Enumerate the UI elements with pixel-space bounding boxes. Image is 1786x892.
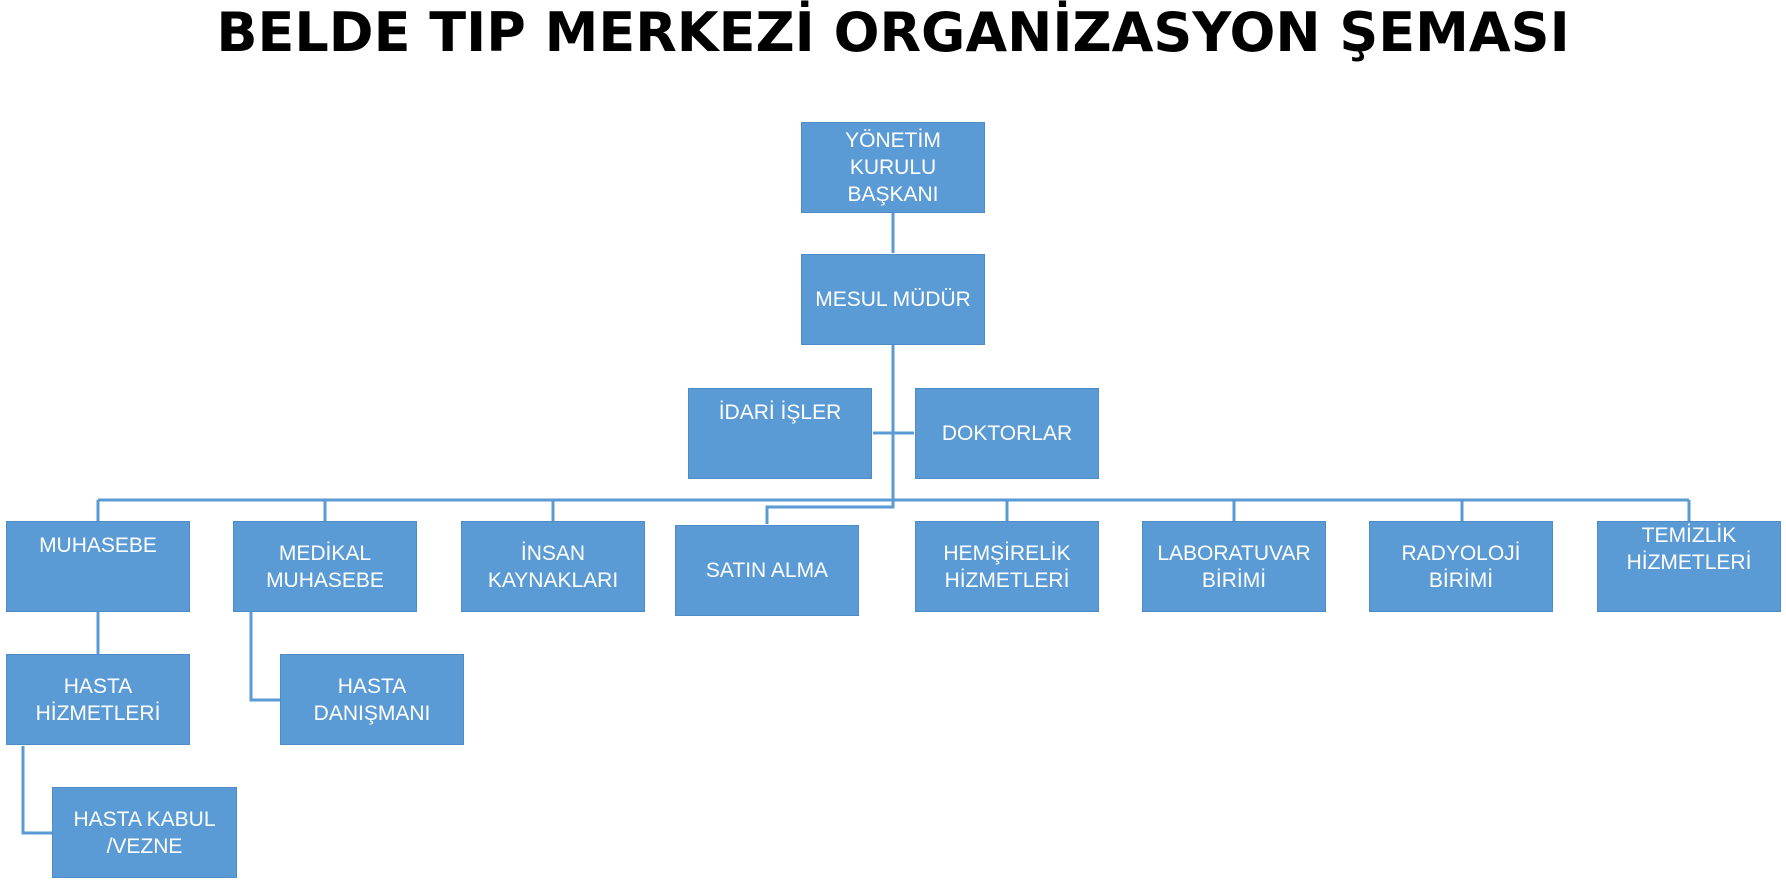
node-satin-alma: SATIN ALMA	[675, 525, 859, 616]
node-muhasebe: MUHASEBE	[6, 521, 190, 612]
node-idari-isler: İDARİ İŞLER	[688, 388, 872, 479]
node-mesul-mudur: MESUL MÜDÜR	[801, 254, 985, 345]
page-title: BELDE TIP MERKEZİ ORGANİZASYON ŞEMASI	[216, 1, 1570, 64]
connector-medikal-hasta-danismani	[249, 612, 280, 702]
node-medikal-muhasebe: MEDİKAL MUHASEBE	[233, 521, 417, 612]
node-insan-kaynaklari: İNSAN KAYNAKLARI	[461, 521, 645, 612]
node-hasta-hizmetleri: HASTA HİZMETLERİ	[6, 654, 190, 745]
node-hasta-danismani: HASTA DANIŞMANI	[280, 654, 464, 745]
connector-hasta-hizmetleri-hasta-kabul	[21, 746, 52, 835]
node-radyoloji-birimi: RADYOLOJİ BİRİMİ	[1369, 521, 1553, 612]
node-temizlik-hizmetleri: TEMİZLİK HİZMETLERİ	[1597, 521, 1781, 612]
node-yonetim-kurulu-baskani: YÖNETİM KURULU BAŞKANI	[801, 122, 985, 213]
connector-satin-alma	[765, 500, 895, 524]
node-doktorlar: DOKTORLAR	[915, 388, 1099, 479]
node-hemsirelik-hizmetleri: HEMŞİRELİK HİZMETLERİ	[915, 521, 1099, 612]
node-laboratuvar-birimi: LABORATUVAR BİRİMİ	[1142, 521, 1326, 612]
node-hasta-kabul-vezne: HASTA KABUL /VEZNE	[52, 787, 237, 878]
